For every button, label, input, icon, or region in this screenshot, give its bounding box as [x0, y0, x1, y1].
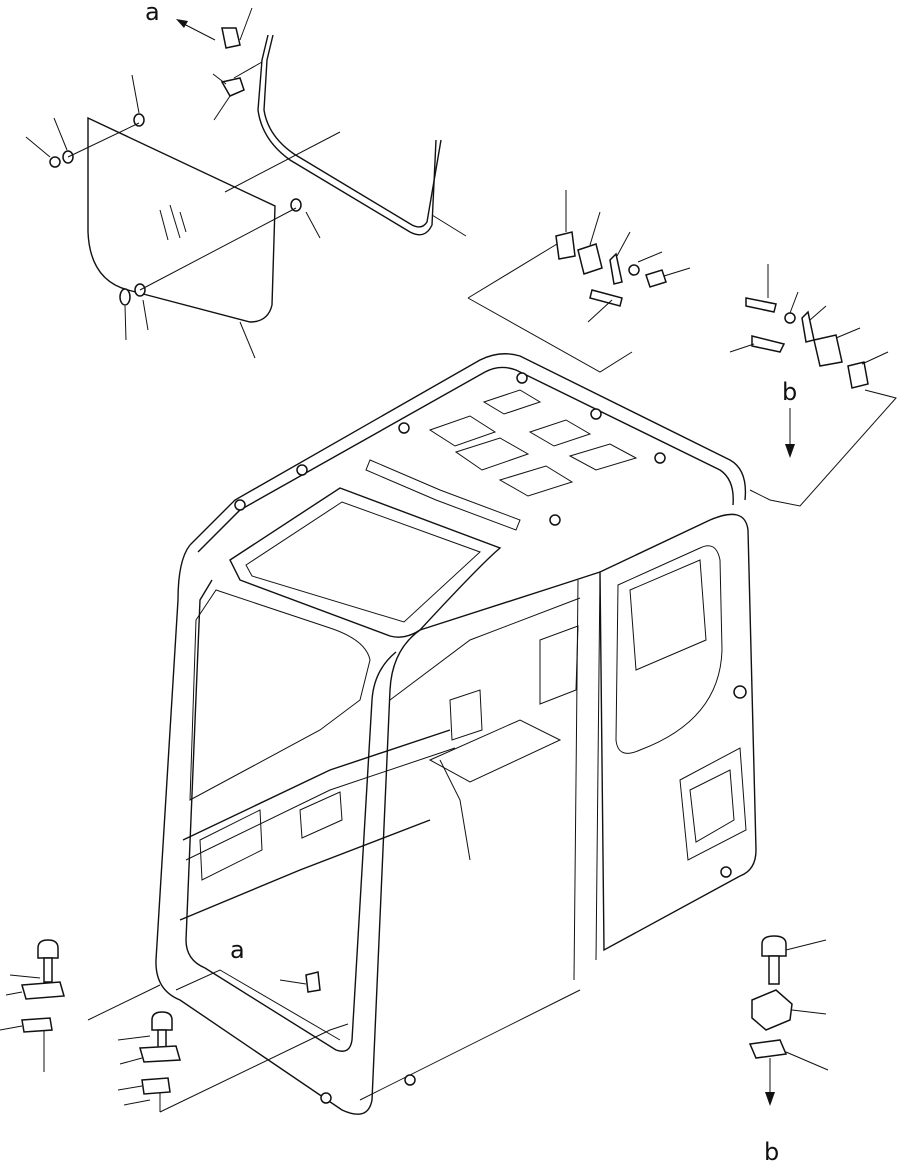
mount-bolt-group-center	[117, 1011, 349, 1113]
callout-label-a-top: a	[145, 0, 160, 26]
callout-label-b-right: b	[782, 378, 797, 406]
mount-bolt-group-right	[748, 935, 829, 1106]
callout-a-top: a	[145, 0, 216, 41]
callout-b-right: b	[782, 378, 797, 458]
latch-hardware-group-lower	[729, 264, 897, 507]
callout-label-a-cab: a	[230, 936, 245, 964]
retainer-clip	[212, 7, 263, 121]
operator-cab	[155, 353, 757, 1115]
rubber-seal	[257, 34, 467, 237]
mount-bolt-group-left	[0, 939, 161, 1072]
callout-label-b-bottom: b	[764, 1138, 779, 1166]
window-glass-assembly	[25, 74, 341, 359]
latch-hardware-group-upper	[467, 190, 691, 373]
